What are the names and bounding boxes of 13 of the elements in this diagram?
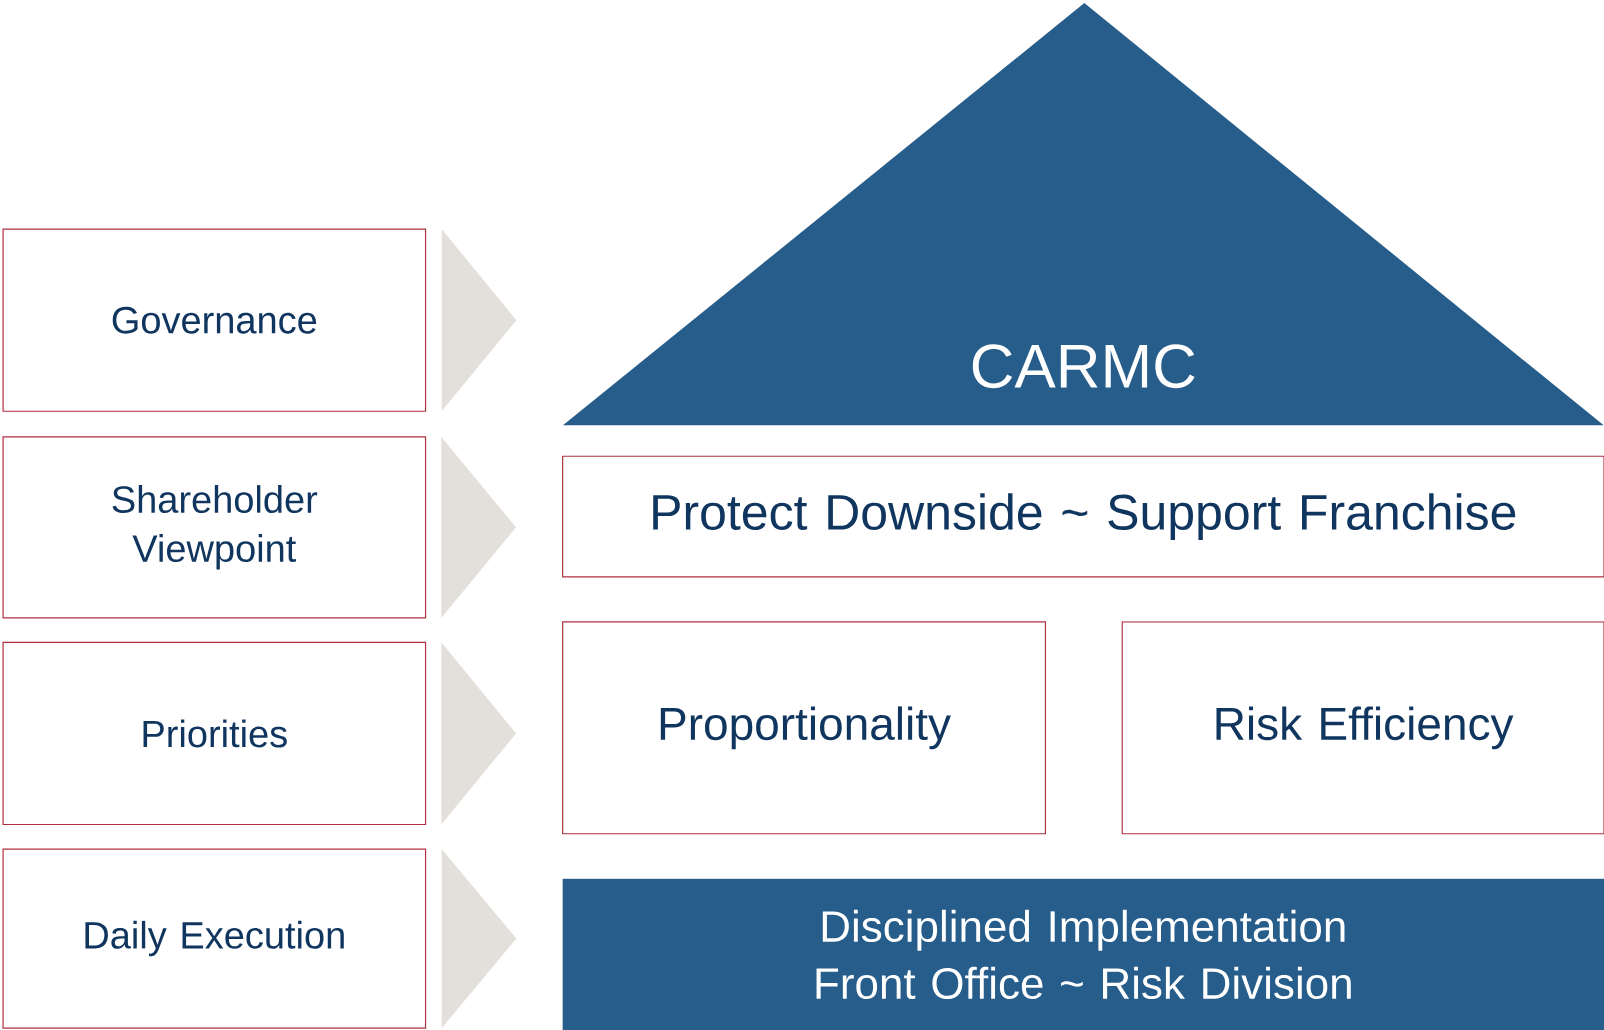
chevron-arrow	[441, 849, 517, 1028]
label-box: Daily Execution	[2, 848, 427, 1029]
statement-box: Protect Downside ~ Support Franchise	[562, 455, 1604, 578]
chevron-arrow	[441, 642, 517, 825]
label-box: Priorities	[2, 641, 427, 826]
pillar-box: Proportionality	[562, 621, 1047, 835]
pillar-box: Risk Efficiency	[1121, 621, 1604, 835]
roof-triangle: CARMC	[562, 3, 1604, 426]
chevron-arrow	[441, 437, 516, 618]
foundation-bar: Disciplined Implementation Front Office ~ Risk Division	[562, 878, 1604, 1030]
label-box: Governance	[2, 228, 427, 412]
label-box: Shareholder Viewpoint	[2, 436, 427, 619]
chevron-arrow	[441, 229, 517, 411]
